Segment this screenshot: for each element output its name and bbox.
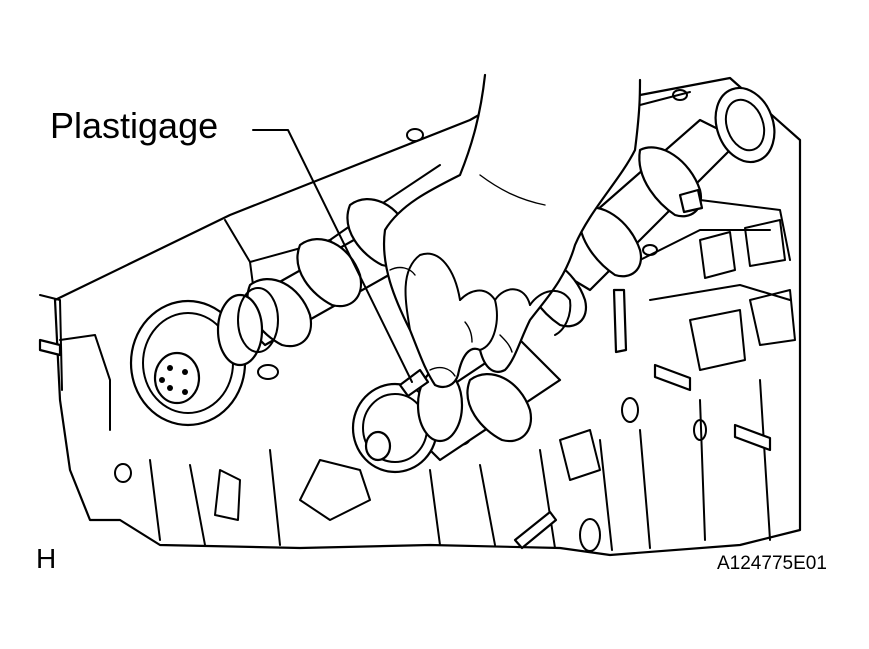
camshaft-journal — [351, 338, 562, 474]
hand — [383, 73, 642, 389]
figure-code: A124775E01 — [717, 553, 827, 574]
view-letter: H — [36, 543, 57, 574]
plastigage-callout-label: Plastigage — [50, 105, 219, 146]
callout-leader-line — [252, 129, 413, 383]
studs — [38, 288, 772, 550]
plastigage-strip — [398, 368, 430, 398]
